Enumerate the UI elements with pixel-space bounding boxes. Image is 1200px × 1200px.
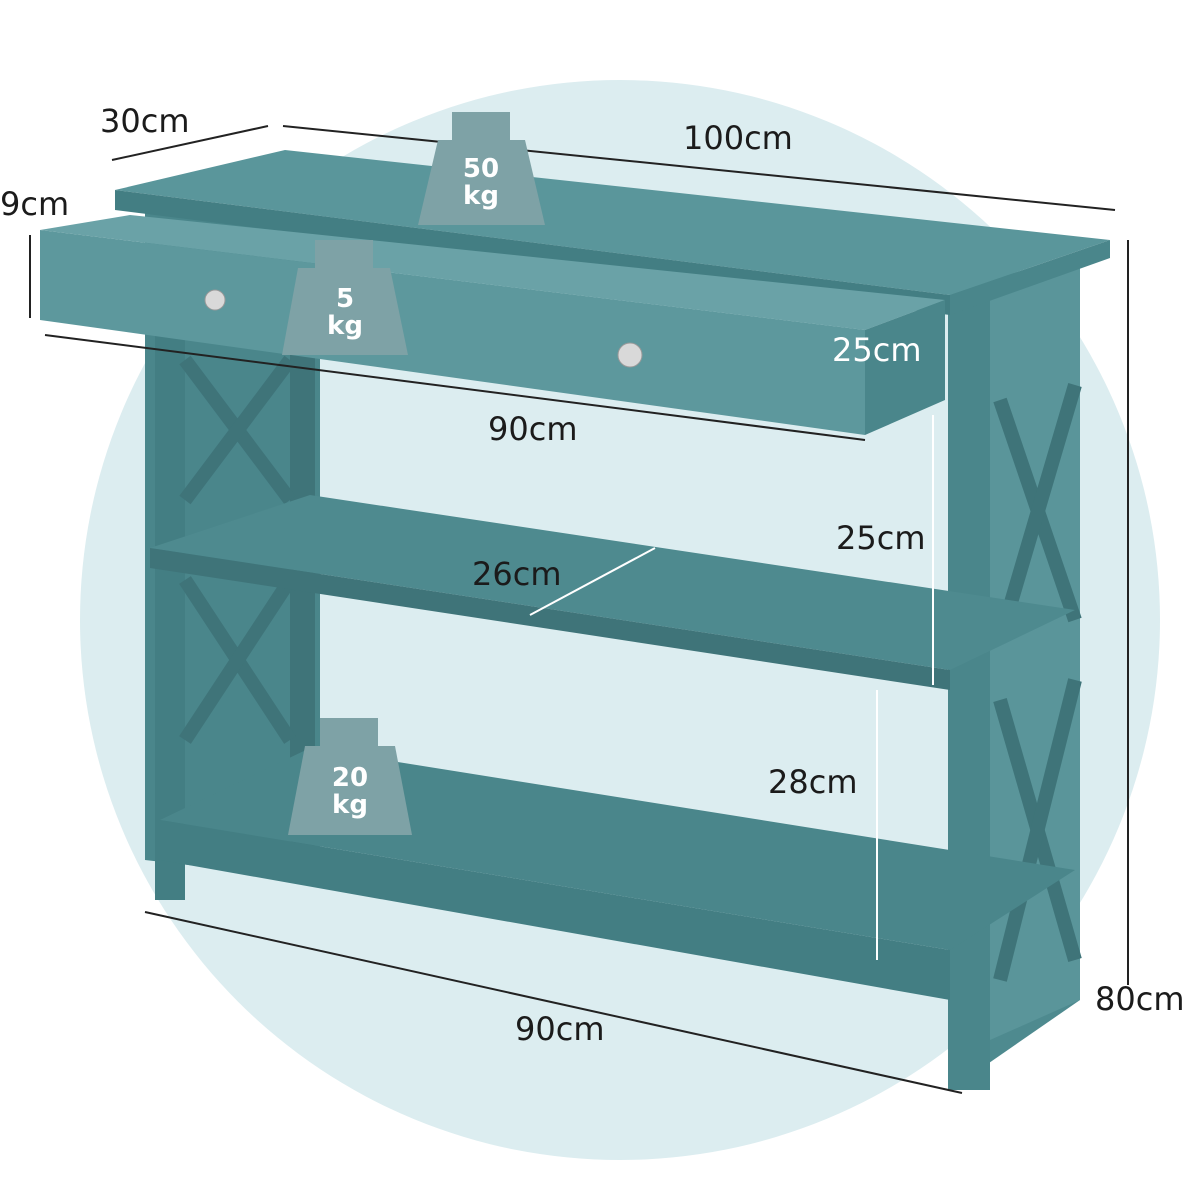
dimension-shelf-gap-upper: 25cm	[836, 519, 926, 557]
dimension-shelf-depth: 26cm	[472, 555, 562, 593]
dimension-depth-top: 30cm	[100, 102, 190, 140]
drawer-front	[40, 230, 865, 435]
drawer-knob-left[interactable]	[204, 289, 226, 311]
dimension-width-top: 100cm	[683, 119, 793, 157]
drawer-knob-right[interactable]	[617, 342, 643, 368]
dimension-drawer-height: 9cm	[0, 185, 70, 223]
drawer-open	[40, 215, 945, 330]
dimension-drawer-depth: 25cm	[832, 331, 922, 369]
dimension-lines	[29, 125, 1129, 1094]
dimension-total-height: 80cm	[1095, 980, 1185, 1018]
front-left-leg	[155, 330, 185, 900]
dimension-bottom-width: 90cm	[515, 1010, 605, 1048]
weight-badges	[282, 112, 545, 835]
console-table	[40, 150, 1110, 1090]
front-right-leg	[948, 295, 990, 1090]
dimension-drawer-width: 90cm	[488, 410, 578, 448]
table-top	[115, 150, 1110, 295]
middle-shelf	[150, 495, 1075, 670]
dimension-shelf-gap-lower: 28cm	[768, 763, 858, 801]
